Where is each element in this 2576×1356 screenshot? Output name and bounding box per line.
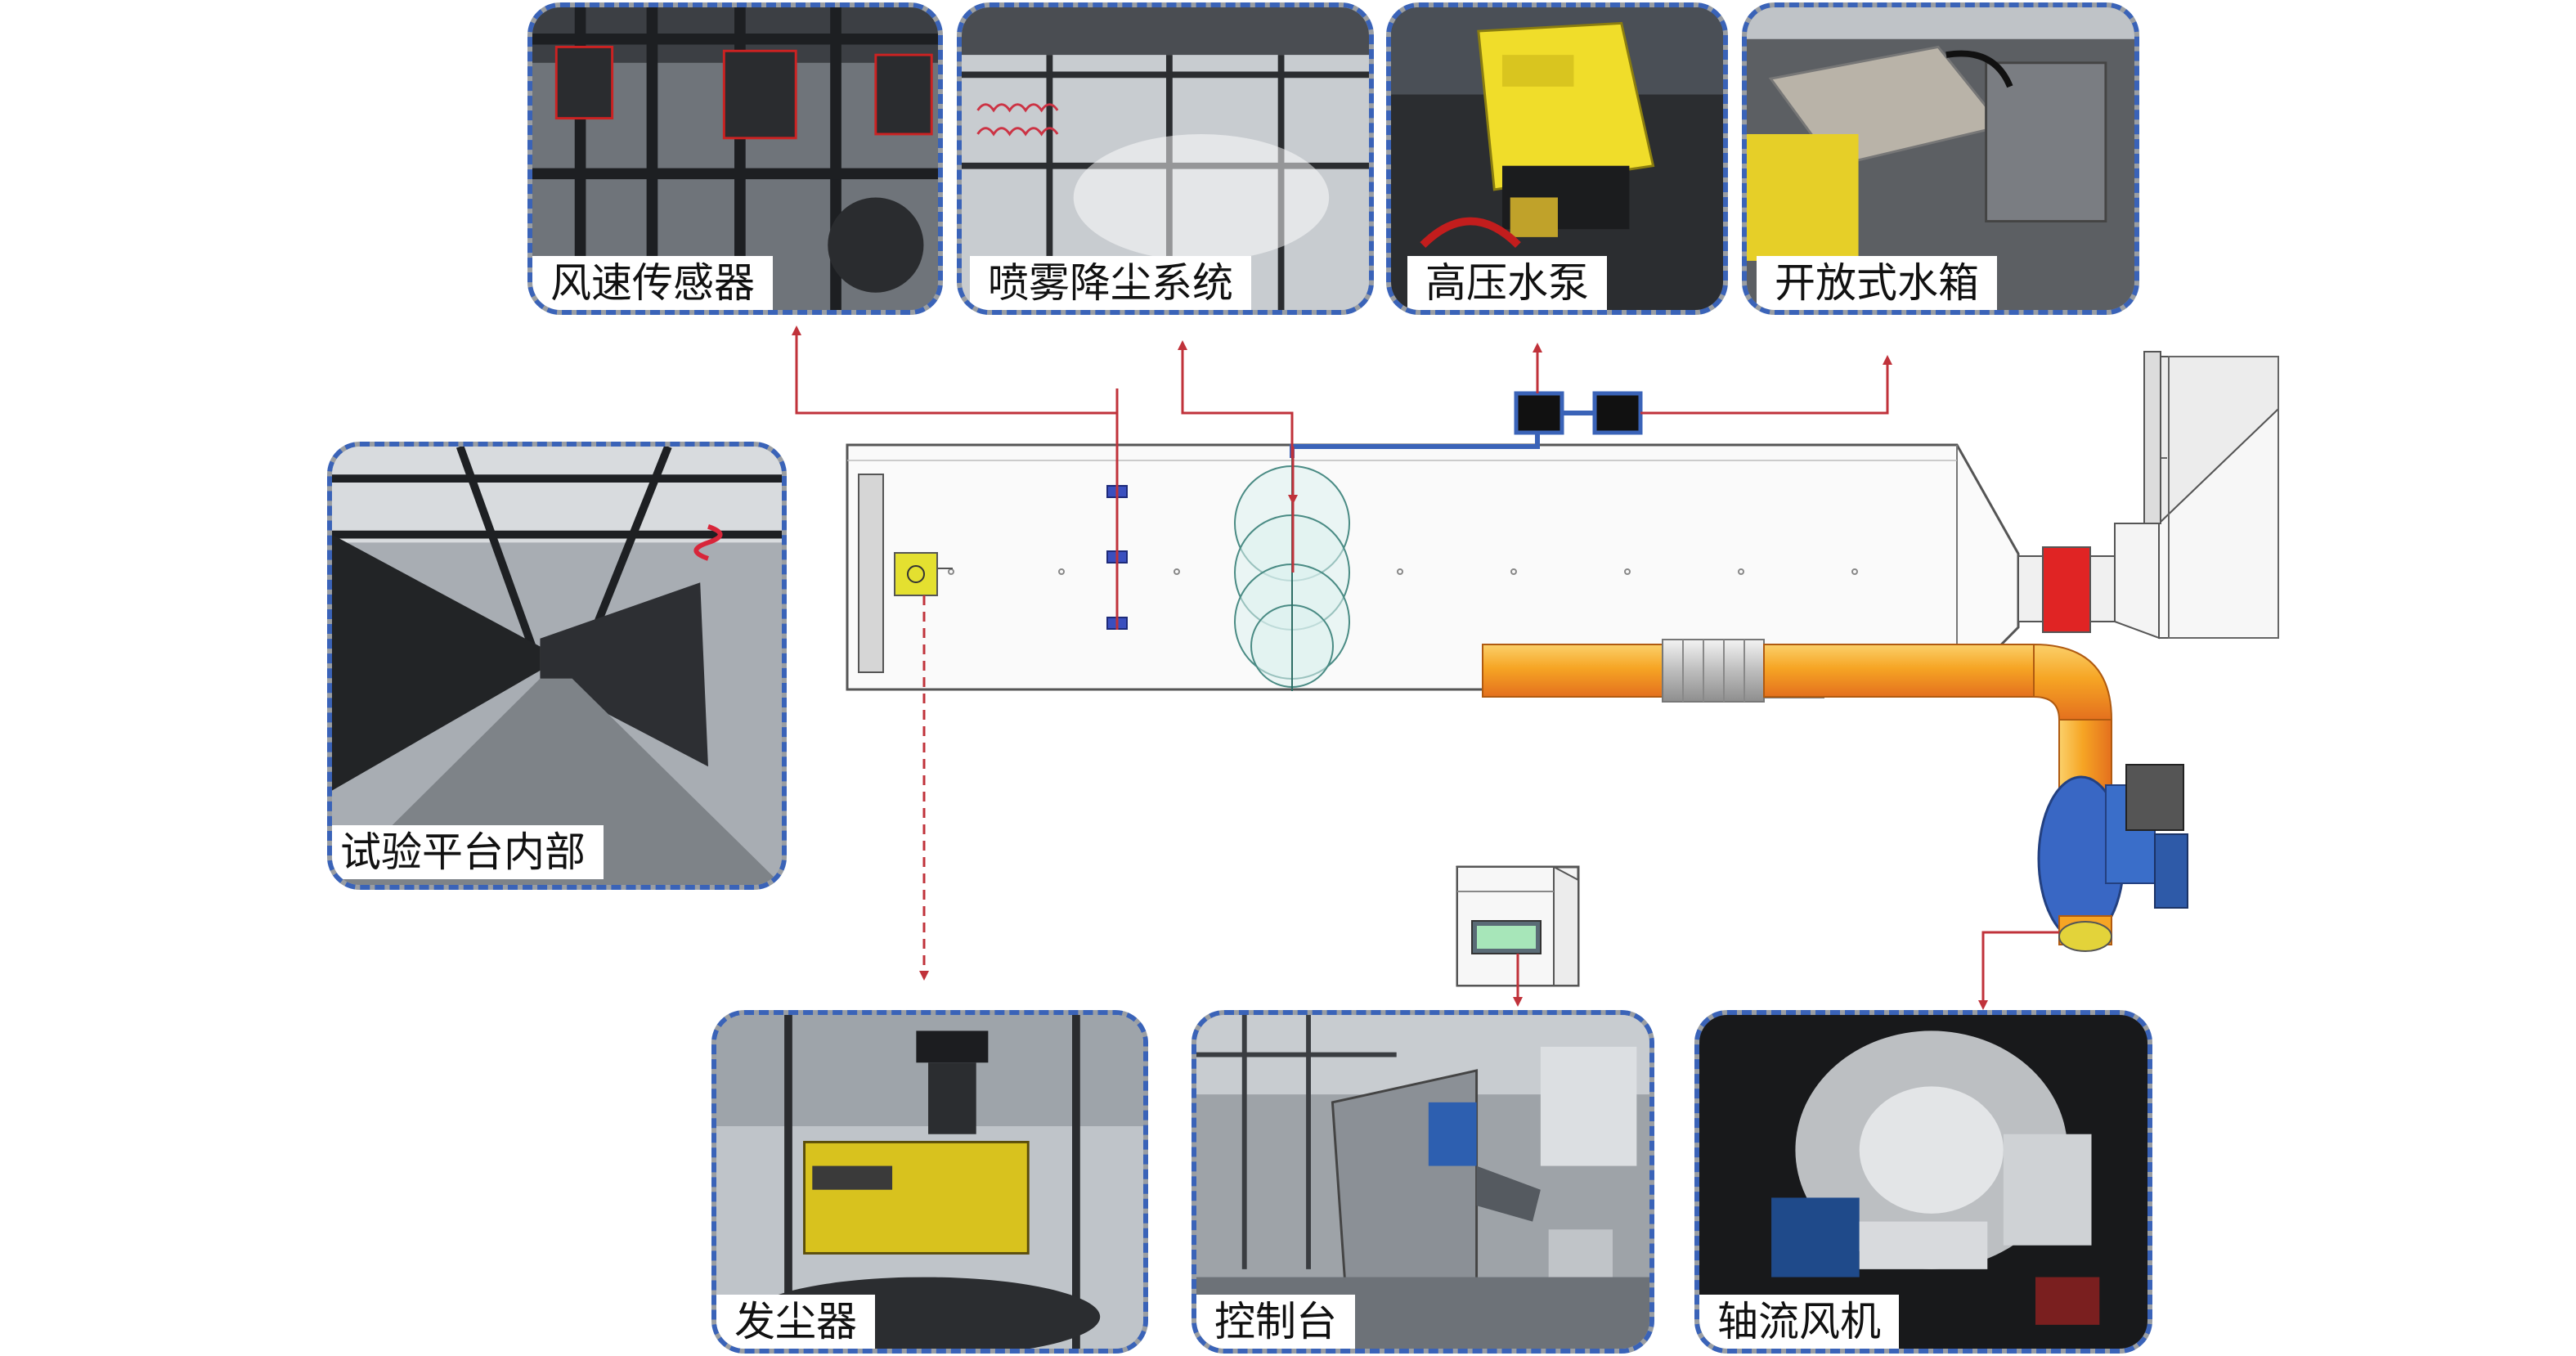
photo-wind-sensor: 风速传感器: [527, 2, 943, 315]
photo-label: 控制台: [1196, 1295, 1355, 1349]
photo-hp-pump: 高压水泵: [1386, 2, 1728, 315]
wind-sensor-markers: [1106, 388, 1128, 630]
console-device: [1455, 865, 1580, 987]
photo-spray-system: 喷雾降尘系统: [957, 2, 1374, 315]
photo-label: 试验平台内部: [332, 825, 604, 879]
photo-label: 高压水泵: [1407, 256, 1607, 310]
callout-arrows: [792, 326, 2059, 1010]
photo-dust-generator: 发尘器: [711, 1010, 1148, 1354]
photo-label: 开放式水箱: [1757, 256, 1997, 310]
photo-console: 控制台: [1192, 1010, 1654, 1354]
photo-label: 轴流风机: [1699, 1295, 1899, 1349]
axial-fan-unit: [2037, 764, 2188, 952]
exhaust-housing: [2017, 351, 2279, 640]
console-scene: [1196, 1015, 1649, 1349]
photo-label: 发尘器: [716, 1295, 875, 1349]
tunnel-body: [846, 443, 2020, 698]
axial-fan-scene: [1699, 1015, 2147, 1349]
photo-open-tank: 开放式水箱: [1742, 2, 2139, 315]
photo-label: 喷雾降尘系统: [970, 256, 1251, 310]
pump-and-tank-blocks: [1514, 391, 1643, 435]
photo-axial-fan: 轴流风机: [1694, 1010, 2152, 1354]
photo-platform-inside: 试验平台内部: [327, 442, 787, 890]
photo-label: 风速传感器: [532, 256, 773, 310]
hp-pump-scene: [1391, 7, 1723, 310]
platform-inside-scene: [332, 447, 782, 885]
dust-generator-unit: [894, 552, 953, 596]
